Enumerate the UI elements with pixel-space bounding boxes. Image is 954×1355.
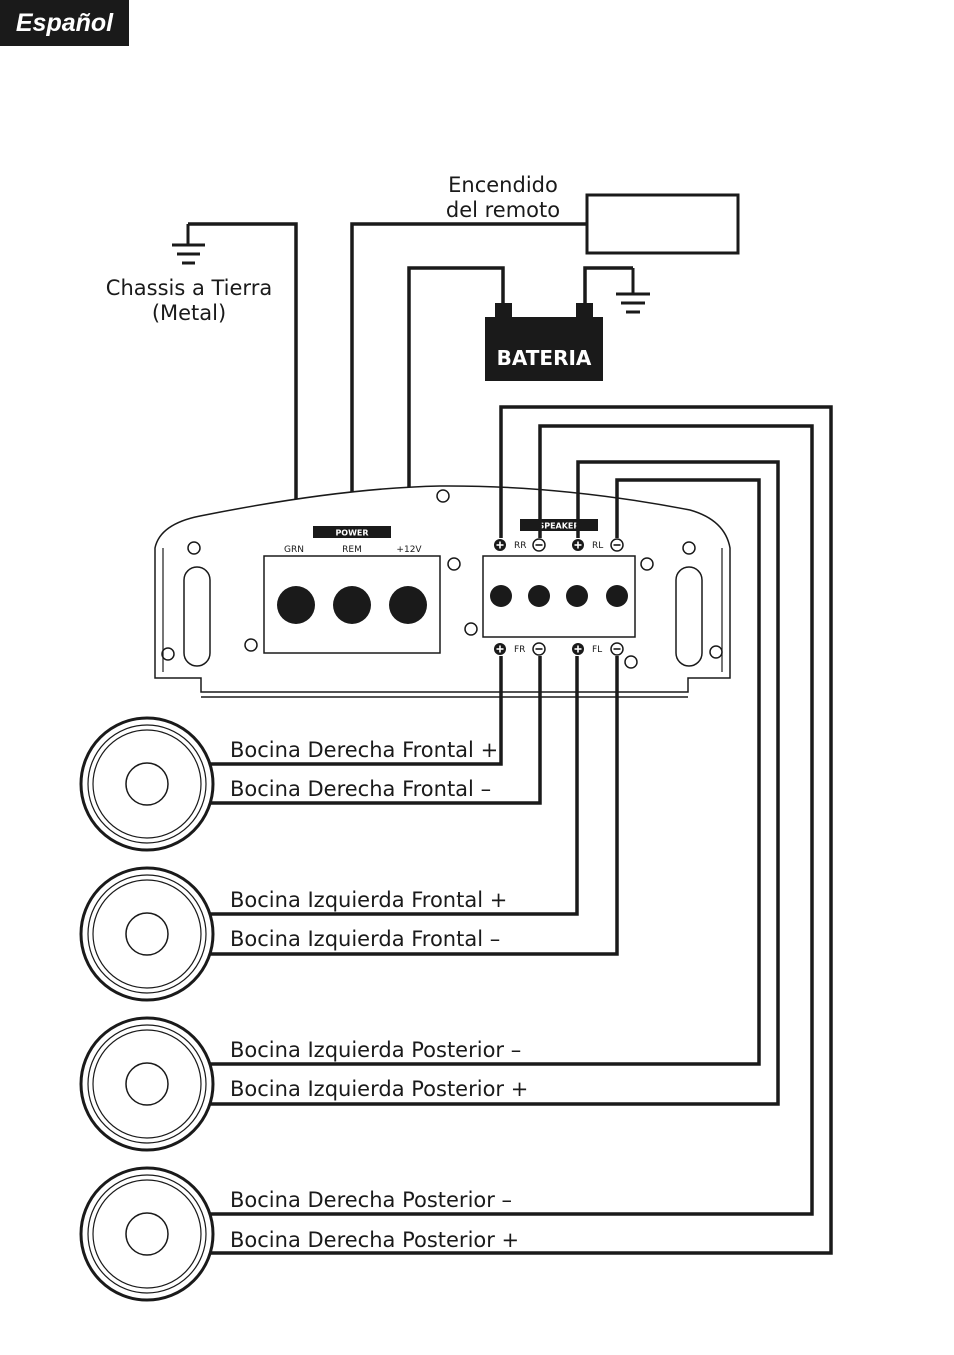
mounting-slot-left [183, 566, 211, 667]
wire-rear-left-plus [210, 460, 780, 1106]
battery-label: BATERIA [497, 346, 592, 370]
speaker-badge: SPEAKER [538, 522, 579, 531]
wire-front-left-minus [210, 656, 619, 956]
plus-icon [494, 539, 506, 551]
terminal-label-rr: RR [514, 541, 527, 551]
language-tab: Español [0, 0, 129, 46]
terminal-speaker-2 [528, 585, 550, 607]
minus-icon [610, 538, 624, 552]
wire-rear-right-minus [210, 424, 814, 1216]
wire-front-right-minus [210, 656, 542, 805]
plus-icon [572, 643, 584, 655]
speaker-label-minus: Bocina Derecha Posterior – [230, 1188, 512, 1212]
terminal-label-rem: REM [342, 545, 362, 555]
plus-icon [494, 643, 506, 655]
remote-source-box [585, 193, 740, 255]
chassis-label-line2: (Metal) [152, 301, 226, 325]
chassis-label-line1: Chassis a Tierra [106, 276, 272, 300]
plus-icon [572, 539, 584, 551]
remote-label-line2: del remoto [446, 198, 560, 222]
speaker-label-plus: Bocina Derecha Posterior + [230, 1228, 519, 1252]
speaker-rear-right: Bocina Derecha Posterior – Bocina Derech… [79, 1166, 519, 1302]
minus-icon [532, 642, 546, 656]
speaker-label-plus: Bocina Izquierda Frontal + [230, 888, 507, 912]
terminal-label-fr: FR [514, 645, 525, 655]
terminal-12v [389, 586, 427, 624]
wire-rear-left-minus [210, 478, 761, 1066]
speaker-label-minus: Bocina Izquierda Posterior – [230, 1038, 521, 1062]
terminal-label-grn: GRN [284, 545, 304, 555]
wire-front-left-plus [210, 656, 579, 916]
speaker-rear-left: Bocina Izquierda Posterior – Bocina Izqu… [79, 1016, 528, 1152]
minus-icon [532, 538, 546, 552]
terminal-grn [277, 586, 315, 624]
terminal-label-fl: FL [592, 645, 602, 655]
terminal-speaker-1 [490, 585, 512, 607]
speaker-icon [79, 716, 215, 852]
speaker-front-right: Bocina Derecha Frontal + Bocina Derecha … [79, 716, 498, 852]
positive-wire [407, 266, 505, 531]
wire-rear-right-plus [210, 405, 833, 1255]
speaker-icon [79, 1016, 215, 1152]
terminal-label-12v: +12V [396, 545, 422, 555]
power-badge: POWER [335, 529, 368, 538]
speaker-front-left: Bocina Izquierda Frontal + Bocina Izquie… [79, 866, 507, 1002]
speaker-icon [79, 866, 215, 1002]
battery-ground-wire [583, 266, 633, 303]
speaker-label-plus: Bocina Izquierda Posterior + [230, 1077, 528, 1101]
amplifier: POWER GRN REM +12V SPEAKER RR RL FR FL [154, 485, 731, 698]
remote-wire [350, 222, 587, 531]
speaker-label-plus: Bocina Derecha Frontal + [230, 738, 498, 762]
speaker-label-minus: Bocina Izquierda Frontal – [230, 927, 500, 951]
minus-icon [610, 642, 624, 656]
mounting-slot-right [675, 566, 703, 667]
terminal-rem [333, 586, 371, 624]
remote-label-line1: Encendido [448, 173, 558, 197]
chassis-ground-icon [172, 224, 205, 265]
terminal-speaker-3 [566, 585, 588, 607]
battery-ground-icon [616, 268, 650, 314]
speaker-label-minus: Bocina Derecha Frontal – [230, 777, 491, 801]
terminal-label-rl: RL [592, 541, 603, 551]
ground-wire [188, 222, 298, 531]
speaker-icon [79, 1166, 215, 1302]
battery: BATERIA [485, 303, 603, 381]
wire-front-right-plus [210, 656, 503, 766]
terminal-speaker-4 [606, 585, 628, 607]
